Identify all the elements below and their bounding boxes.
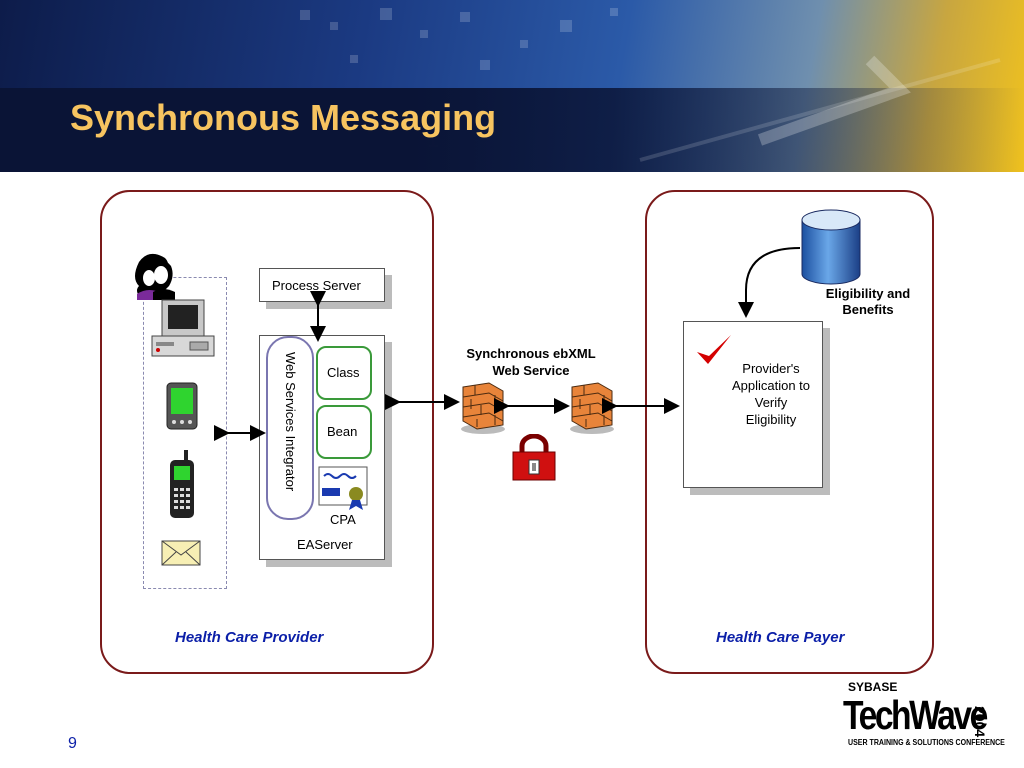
provider-application-label: Provider's Application to Verify Eligibi… [722, 360, 820, 428]
users-icon [135, 253, 175, 300]
class-label: Class [327, 365, 360, 380]
mobile-phone-icon [170, 450, 194, 518]
pda-icon [166, 382, 198, 430]
app-line4: Eligibility [745, 412, 797, 427]
provider-panel-label: Health Care Provider [175, 629, 324, 646]
cpa-label: CPA [330, 512, 356, 527]
logo-tagline: USER TRAINING & SOLUTIONS CONFERENCE [848, 738, 1005, 747]
app-line3: Verify [754, 395, 788, 410]
database-icon [801, 209, 861, 285]
app-line1: Provider's [742, 361, 800, 376]
title-band [0, 88, 1024, 172]
payer-panel-label: Health Care Payer [716, 629, 845, 646]
page-number: 9 [68, 735, 77, 752]
header-banner: 0 0 1 0 1 [0, 0, 1024, 172]
ebxml-label-line2: Web Service [492, 363, 570, 378]
database-label-line1: Eligibility and [825, 286, 911, 301]
process-server-box: Process Server [259, 268, 385, 302]
bean-component: Bean [316, 405, 372, 459]
process-server-label: Process Server [272, 278, 361, 293]
provider-application-box: Provider's Application to Verify Eligibi… [683, 321, 823, 488]
logo-company: SYBASE [848, 680, 898, 694]
desktop-computer-icon [151, 299, 215, 357]
database-label: Eligibility and Benefits [816, 286, 920, 318]
database-label-line2: Benefits [842, 302, 894, 317]
bean-label: Bean [327, 424, 358, 439]
firewall-icon-left [461, 382, 505, 434]
web-services-integrator [266, 336, 314, 520]
ebxml-label-line1: Synchronous ebXML [466, 346, 596, 361]
cpa-certificate-icon [318, 466, 368, 510]
lock-icon [512, 434, 556, 481]
easerver-label: EAServer [297, 537, 353, 552]
logo-year: 2004 [972, 706, 988, 738]
arrow-database-app [738, 247, 801, 318]
envelope-icon [161, 540, 201, 566]
app-line2: Application to [731, 378, 811, 393]
page-title: Synchronous Messaging [70, 97, 497, 138]
logo-product: TechWave [843, 692, 988, 738]
ebxml-service-label: Synchronous ebXML Web Service [456, 345, 606, 379]
class-component: Class [316, 346, 372, 400]
checkmark-icon [697, 335, 731, 364]
banner-graphic [300, 8, 1001, 162]
